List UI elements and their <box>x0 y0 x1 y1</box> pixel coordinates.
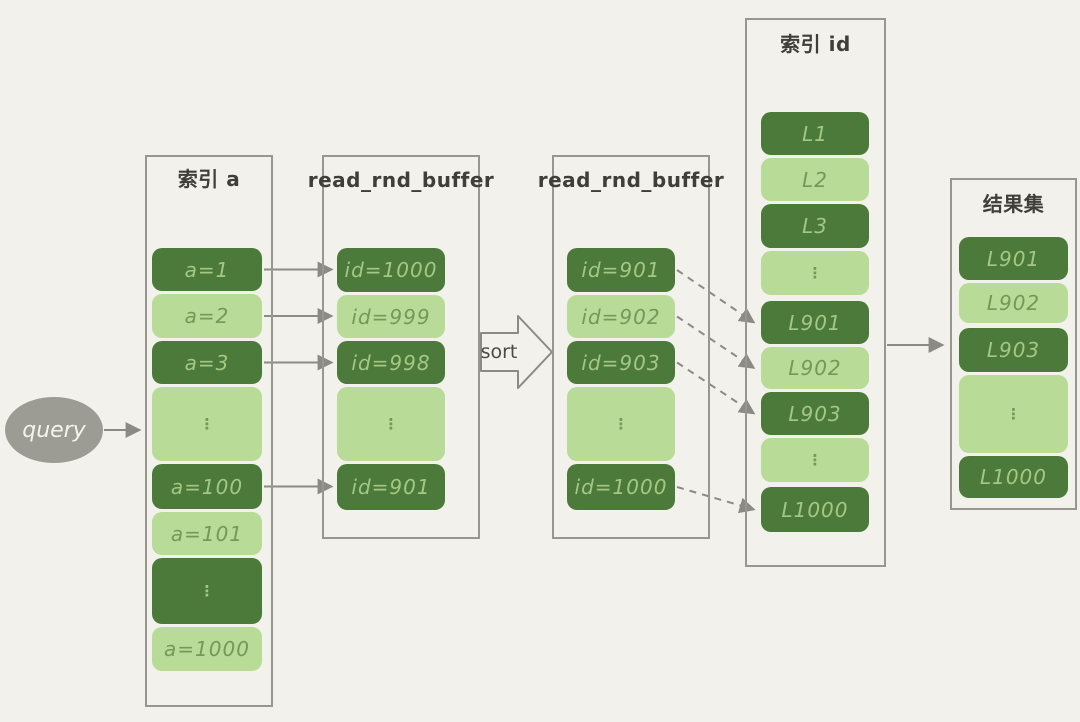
index-cell: id=901 <box>337 464 445 510</box>
index-cell: L1000 <box>959 456 1068 498</box>
sort-block-arrow <box>480 315 553 389</box>
ellipsis-cell: ⋮ <box>152 387 262 461</box>
column-frame-index-id <box>745 18 886 567</box>
column-frame-read-rnd-buffer-2 <box>552 155 710 539</box>
sort-label: sort <box>480 341 518 363</box>
index-cell: id=903 <box>567 341 675 384</box>
column-title-read-rnd-buffer-2: read_rnd_buffer <box>537 168 725 192</box>
dashed-link-arrow <box>676 315 756 369</box>
dashed-link-arrow <box>676 361 756 415</box>
index-cell: id=999 <box>337 295 445 338</box>
index-cell: id=1000 <box>337 248 445 292</box>
column-frame-index-a <box>145 155 273 707</box>
index-cell: a=1 <box>152 248 262 291</box>
index-cell: L1000 <box>761 487 869 532</box>
query-label: query <box>22 417 86 443</box>
ellipsis-cell: ⋮ <box>152 558 262 624</box>
query-node: query <box>5 397 103 463</box>
index-cell: L2 <box>761 158 869 201</box>
column-frame-result-set <box>950 178 1077 510</box>
column-title-result-set: 结果集 <box>982 191 1045 216</box>
index-cell: L901 <box>761 301 869 344</box>
index-cell: L1 <box>761 112 869 155</box>
column-title-index-a: 索引 a <box>177 166 241 191</box>
index-cell: id=998 <box>337 341 445 384</box>
ellipsis-cell: ⋮ <box>761 251 869 295</box>
dashed-link-arrow <box>676 269 756 324</box>
index-cell: a=101 <box>152 512 262 555</box>
column-title-read-rnd-buffer-1: read_rnd_buffer <box>307 168 495 192</box>
ellipsis-cell: ⋮ <box>567 387 675 461</box>
column-title-index-id: 索引 id <box>780 31 851 56</box>
ellipsis-cell: ⋮ <box>337 387 445 461</box>
index-cell: id=902 <box>567 295 675 338</box>
index-cell: a=100 <box>152 464 262 509</box>
index-cell: L903 <box>761 392 869 435</box>
index-cell: a=1000 <box>152 627 262 671</box>
index-cell: L902 <box>959 283 1068 323</box>
ellipsis-cell: ⋮ <box>959 375 1068 453</box>
index-cell: id=1000 <box>567 464 675 510</box>
index-cell: id=901 <box>567 248 675 292</box>
index-cell: a=2 <box>152 294 262 338</box>
ellipsis-cell: ⋮ <box>761 438 869 482</box>
index-cell: L902 <box>761 347 869 389</box>
column-frame-read-rnd-buffer-1 <box>322 155 480 539</box>
index-cell: L3 <box>761 204 869 248</box>
dashed-link-arrow <box>676 486 756 514</box>
index-cell: a=3 <box>152 341 262 384</box>
index-cell: L903 <box>959 328 1068 372</box>
index-cell: L901 <box>959 237 1068 280</box>
